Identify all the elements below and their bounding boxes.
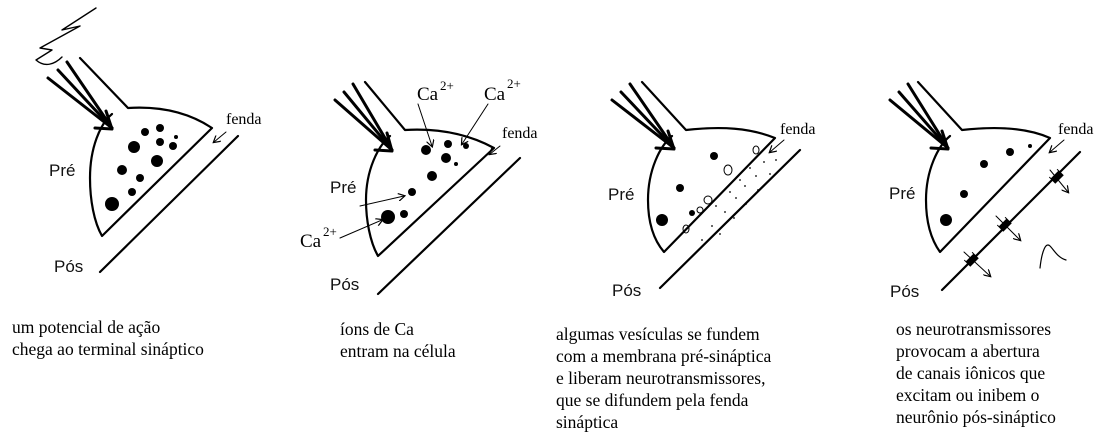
svg-text:2+: 2+ — [507, 76, 521, 91]
presynaptic-terminal — [642, 82, 775, 252]
vesicles — [656, 146, 759, 233]
svg-text:Ca: Ca — [300, 231, 322, 252]
fenda-label: fenda — [1058, 121, 1094, 138]
caption-line: de canais iônicos que — [896, 362, 1056, 384]
caption-line: chega ao terminal sináptico — [12, 338, 204, 360]
action-potential-squiggle — [36, 8, 96, 64]
caption-panel-1: um potencial de ação chega ao terminal s… — [12, 316, 204, 360]
calcium-influx-arrow — [462, 104, 488, 144]
fenda-pointer-arrow — [1050, 140, 1064, 152]
fenda-label: fenda — [780, 121, 816, 138]
caption-panel-2: íons de Ca entram na célula — [340, 318, 456, 362]
panel-3: fenda Pré Pós — [608, 82, 816, 300]
caption-line: e liberam neurotransmissores, — [556, 367, 771, 389]
pre-label: Pré — [889, 184, 915, 203]
panel-4: fenda Pré Pós — [889, 82, 1094, 301]
presynaptic-terminal — [80, 58, 212, 236]
calcium-influx-arrow — [340, 220, 382, 238]
axon-arrow — [335, 84, 392, 151]
caption-panel-3: algumas vesículas se fundem com a membra… — [556, 323, 771, 433]
calcium-ion-label-top-left: Ca 2+ — [417, 78, 454, 105]
axon-arrow — [48, 62, 112, 129]
caption-line: provocam a abertura — [896, 340, 1056, 362]
axon-arrow — [890, 84, 948, 149]
axon-arrow — [612, 84, 674, 149]
pre-label: Pré — [608, 185, 634, 204]
pre-label: Pré — [49, 161, 75, 180]
calcium-ion-label-bottom: Ca 2+ — [300, 224, 337, 252]
pos-label: Pós — [890, 282, 919, 301]
pre-label: Pré — [330, 178, 356, 197]
panel-2: Ca 2+ Ca 2+ Ca 2+ fenda Pré Pós — [300, 76, 538, 294]
caption-line: entram na célula — [340, 340, 456, 362]
fenda-pointer-arrow — [214, 132, 226, 142]
svg-text:2+: 2+ — [440, 78, 454, 93]
postsynaptic-potential-squiggle — [1040, 245, 1066, 268]
caption-line: os neurotransmissores — [896, 318, 1056, 340]
svg-text:Ca: Ca — [484, 84, 506, 105]
calcium-ion-label-top-right: Ca 2+ — [484, 76, 521, 105]
caption-line: íons de Ca — [340, 318, 456, 340]
caption-line: com a membrana pré-sináptica — [556, 345, 771, 367]
caption-line: neurônio pós-sináptico — [896, 406, 1056, 428]
fenda-label: fenda — [226, 111, 262, 128]
postsynaptic-membrane — [100, 136, 238, 272]
ion-channel — [996, 216, 1020, 240]
postsynaptic-membrane — [378, 158, 520, 294]
caption-panel-4: os neurotransmissores provocam a abertur… — [896, 318, 1056, 428]
svg-text:Ca: Ca — [417, 84, 439, 105]
presynaptic-terminal — [365, 82, 494, 256]
caption-line: excitam ou inibem o — [896, 384, 1056, 406]
pos-label: Pós — [612, 281, 641, 300]
caption-line: que se difundem pela fenda — [556, 389, 771, 411]
caption-line: sináptica — [556, 411, 771, 433]
caption-line: um potencial de ação — [12, 316, 204, 338]
panel-1: fenda Pré Pós — [36, 8, 262, 276]
pos-label: Pós — [330, 275, 359, 294]
fenda-label: fenda — [502, 125, 538, 142]
caption-line: algumas vesículas se fundem — [556, 323, 771, 345]
postsynaptic-membrane — [660, 150, 800, 288]
calcium-influx-arrow — [418, 104, 432, 146]
svg-text:2+: 2+ — [323, 224, 337, 239]
pos-label: Pós — [54, 257, 83, 276]
